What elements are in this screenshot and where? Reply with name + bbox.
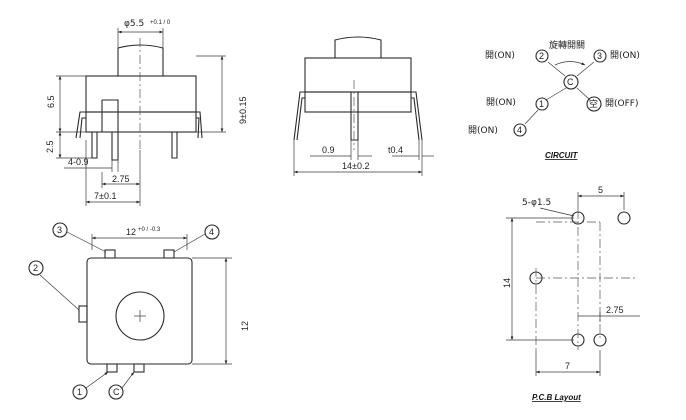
callout-3-num: 3	[57, 225, 62, 235]
pad-2	[78, 305, 88, 323]
dim-knob-diameter-tol: +0.1 / 0	[150, 20, 171, 26]
callout-2	[28, 260, 44, 276]
dim-leg-thickness: t0.4	[388, 145, 403, 155]
dim-pcb-7: 7	[565, 361, 570, 371]
pad-1	[106, 363, 118, 373]
side-elevation-view: 0.9 t0.4 14±0.2	[293, 36, 434, 176]
pcb-hole-bottom-right	[593, 333, 607, 347]
circuit-label-off: 開(OFF)	[605, 98, 638, 109]
circuit-title: CIRCUIT	[545, 151, 579, 160]
circuit-pin-4-num: 4	[517, 125, 522, 135]
circuit-off-node-label: 空	[589, 98, 598, 110]
dim-knob-diameter: φ5.5	[124, 19, 144, 29]
dim-width-7: 7±0.1	[94, 191, 116, 201]
pad-4	[163, 249, 175, 259]
dim-pin-spacing: 2.75	[112, 174, 130, 184]
callout-2-num: 2	[33, 263, 38, 273]
dim-bottom-width-tol: +0 / -0.3	[138, 227, 161, 233]
rotation-arrow	[554, 61, 586, 66]
right-pin	[171, 132, 178, 159]
circuit-label-pin2: 開(ON)	[485, 50, 515, 61]
dim-height-2-5: 2.5	[45, 140, 55, 153]
pad-3	[104, 249, 116, 259]
left-pin	[91, 132, 98, 159]
pad-c	[133, 363, 145, 373]
side-left-leg	[293, 91, 305, 141]
circuit-common-label: C	[567, 77, 574, 87]
center-pin	[111, 132, 119, 161]
bottom-body	[86, 257, 193, 365]
dim-pcb-5: 5	[598, 185, 603, 195]
callout-4	[204, 224, 220, 240]
pcb-hole-spec: 5-φ1.5	[522, 198, 551, 208]
bottom-view: 12 +0 / -0.3 12 3 4 2 1 C	[28, 222, 250, 400]
circuit-off-node	[586, 96, 602, 112]
dim-side-pin-width: 0.9	[322, 145, 335, 155]
dim-pin-width: 4-0.9	[68, 157, 89, 167]
circuit-pin-4	[513, 123, 527, 137]
circuit-pin-1	[535, 97, 549, 111]
side-right-leg	[411, 91, 423, 141]
callout-c	[108, 384, 124, 400]
left-leg	[75, 111, 86, 139]
bottom-center-boss	[115, 291, 165, 341]
side-knob	[334, 36, 382, 59]
callout-1-num: 1	[77, 387, 82, 397]
dim-pcb-14: 14	[502, 278, 512, 288]
dim-bottom-height: 12	[240, 321, 250, 331]
callout-4-num: 4	[209, 227, 214, 237]
circuit-pin-3	[593, 49, 607, 63]
circuit-diagram: 開(ON) 2 旋轉開關 3 開(ON) C 開(ON) 1 空 開(OFF) …	[468, 39, 640, 160]
circuit-rotary-label: 旋轉開關	[549, 39, 585, 51]
circuit-label-pin4: 開(ON)	[468, 125, 498, 136]
front-elevation-view: φ5.5 +0.1 / 0 6.5 2.5 9±0.15 4-0.9 2.75 …	[45, 19, 248, 206]
circuit-pin-2-num: 2	[539, 51, 544, 61]
circuit-pin-2	[535, 49, 549, 63]
callout-1	[72, 384, 88, 400]
side-housing-top	[304, 57, 412, 93]
callout-c-label: C	[113, 387, 120, 397]
dim-side-width: 14±0.2	[342, 161, 369, 171]
callout-3	[52, 222, 68, 238]
knob-outline	[117, 44, 164, 76]
dim-pcb-2-75: 2.75	[606, 305, 624, 315]
dim-height-6-5: 6.5	[46, 95, 56, 108]
circuit-pin-3-num: 3	[597, 51, 602, 61]
circuit-pin-1-num: 1	[539, 99, 544, 109]
housing-base	[85, 111, 197, 133]
side-center-pin	[350, 92, 359, 141]
dim-height-9: 9±0.15	[238, 97, 248, 124]
circuit-label-pin1: 開(ON)	[486, 97, 516, 108]
right-leg	[196, 111, 203, 139]
pcb-layout: 5-φ1.5 5 14 2.75 7 P.C.B Layout	[502, 185, 640, 402]
dim-bottom-width: 12	[126, 227, 136, 237]
circuit-common	[563, 74, 579, 90]
circuit-label-pin3: 開(ON)	[610, 50, 640, 61]
pcb-hole-top-right	[617, 211, 631, 225]
pcb-title: P.C.B Layout	[532, 393, 581, 402]
center-terminal	[101, 99, 119, 132]
